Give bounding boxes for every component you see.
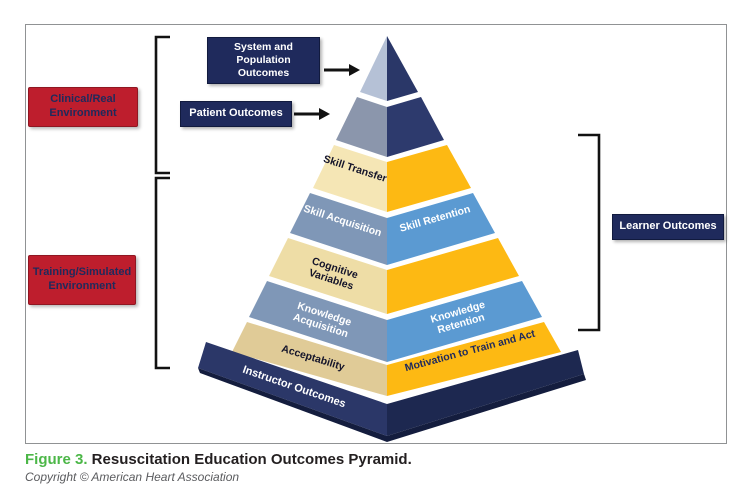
tier6-knowledge-retention-face — [387, 281, 542, 362]
base-lip-left — [198, 368, 387, 442]
tier4-skill-retention-face — [387, 193, 495, 265]
tier6-knowledge-acquisition-face — [249, 281, 387, 362]
bracket-clinical-environment — [154, 35, 170, 175]
tier4-skill-acquisition-face — [290, 193, 387, 265]
training-simulated-environment-box: Training/Simulated Environment — [28, 255, 136, 305]
apex-left-face — [360, 36, 387, 101]
base-right-face — [387, 350, 584, 436]
clinical-real-environment-box: Clinical/Real Environment — [28, 87, 138, 127]
arrow-patient-outcomes-head-icon — [319, 108, 330, 120]
learner-outcomes-box: Learner Outcomes — [612, 214, 724, 240]
tier2-right-face — [387, 97, 444, 157]
tier2-left-face — [336, 97, 387, 157]
apex-right-face — [387, 36, 418, 101]
base-lip-right — [387, 374, 586, 442]
patient-outcomes-box: Patient Outcomes — [180, 101, 292, 127]
learner-outcomes-label: Learner Outcomes — [619, 220, 717, 233]
base-instructor-outcomes-face — [198, 342, 387, 436]
bracket-learner-outcomes — [578, 133, 601, 332]
system-population-outcomes-label: System and Population Outcomes — [234, 40, 293, 80]
figure-title: Resuscitation Education Outcomes Pyramid… — [87, 451, 412, 468]
tier5-right-face — [387, 238, 519, 314]
tier3-skill-transfer-face — [313, 145, 387, 212]
tier3-right-face — [387, 145, 471, 212]
arrow-system-population-head-icon — [349, 64, 360, 76]
system-population-outcomes-box: System and Population Outcomes — [207, 37, 320, 84]
tier5-cognitive-variables-face — [269, 238, 387, 314]
bracket-training-environment — [154, 176, 170, 370]
patient-outcomes-label: Patient Outcomes — [189, 107, 283, 120]
training-simulated-environment-label: Training/Simulated Environment — [32, 266, 132, 292]
copyright-text: Copyright © American Heart Association — [25, 470, 240, 484]
tier7-motivation-face — [387, 322, 561, 396]
clinical-real-environment-label: Clinical/Real Environment — [49, 93, 117, 119]
figure-number-label: Figure 3. — [25, 451, 88, 468]
tier7-acceptability-face — [232, 322, 387, 396]
figure-caption: Figure 3. Resuscitation Education Outcom… — [25, 451, 412, 468]
